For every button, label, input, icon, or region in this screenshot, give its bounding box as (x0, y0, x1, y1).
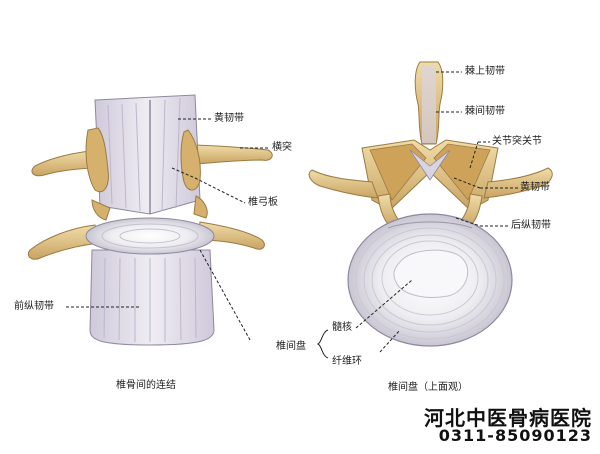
left-facet-bone (85, 127, 109, 193)
label-transverse-process: 横突 (272, 142, 292, 153)
vertebral-body (89, 249, 215, 346)
label-posterior-longitudinal-ligament: 后纵韧带 (511, 220, 551, 231)
label-ligamentum-flavum-left: 黄韧带 (214, 113, 244, 124)
watermark-phone: 0311-85090123 (438, 426, 592, 445)
watermark-hospital-name: 河北中医骨病医院 (424, 406, 592, 430)
label-interspinous-ligament: 棘间韧带 (465, 106, 505, 117)
caption-left: 椎骨间的连结 (116, 380, 176, 391)
left-figure (27, 94, 273, 346)
left-lower-transverse-process (27, 224, 101, 260)
right-transverse-process-top (483, 167, 553, 199)
right-upper-transverse-process (194, 144, 273, 165)
label-vertebral-lamina: 椎弓板 (248, 197, 278, 208)
ligament-fibers (103, 257, 197, 342)
label-intervertebral-disc: 椎间盘 (276, 341, 306, 352)
label-annulus-fibrosus: 纤维环 (332, 356, 362, 367)
label-facet-joint: 关节突关节 (492, 136, 542, 147)
right-facet-bone (180, 129, 201, 191)
right-lower-transverse-process (197, 221, 265, 250)
annulus-rings (355, 220, 505, 340)
intervertebral-disc-top (85, 217, 215, 255)
right-figure (308, 61, 553, 359)
left-transverse-process-top (308, 169, 379, 199)
nucleus-pulposus-shape (393, 249, 469, 298)
left-upper-transverse-process (31, 149, 103, 177)
label-anterior-longitudinal-ligament: 前纵韧带 (14, 301, 54, 312)
label-nucleus-pulposus: 髓核 (332, 322, 352, 333)
caption-right: 椎间盘（上面观） (388, 382, 468, 393)
label-supraspinous-ligament: 棘上韧带 (465, 66, 505, 77)
label-ligamentum-flavum-right: 黄韧带 (520, 182, 550, 193)
